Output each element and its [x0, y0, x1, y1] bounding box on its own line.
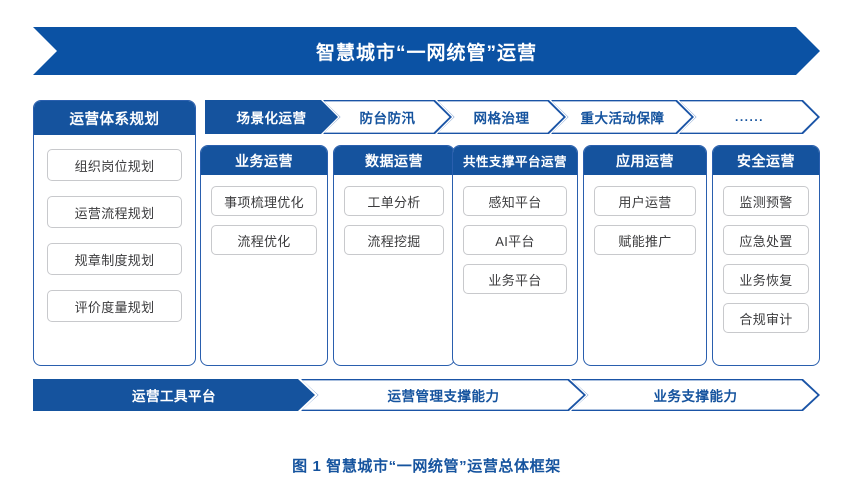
chevron-label: 场景化运营	[236, 111, 307, 126]
column-header: 安全运营	[713, 146, 819, 175]
column-body: 工单分析流程挖掘	[334, 175, 454, 265]
column-item[interactable]: 用户运营	[594, 186, 696, 216]
chevron-inner-fill	[324, 101, 450, 132]
planning-item[interactable]: 评价度量规划	[47, 290, 182, 322]
figure-caption: 图 1 智慧城市“一网统管”运营总体框架	[292, 458, 561, 475]
column-panel-4: 应用运营用户运营赋能推广	[583, 145, 707, 366]
column-header: 数据运营	[334, 146, 454, 175]
column-item[interactable]: 业务平台	[463, 264, 567, 294]
scenario-chevron-2[interactable]: 网格治理	[437, 100, 566, 134]
chevron-label: 运营管理支撑能力	[387, 389, 500, 404]
chevron-label: 业务支撑能力	[653, 389, 738, 404]
column-item[interactable]: 感知平台	[463, 186, 567, 216]
scenario-chevron-row: 场景化运营 防台防汛 网格治理 重大活动保障......	[33, 100, 820, 134]
column-panel-3: 共性支撑平台运营感知平台 AI平台业务平台	[452, 145, 578, 366]
chevron-inner-fill	[438, 101, 564, 132]
column-panel-2: 数据运营工单分析流程挖掘	[333, 145, 455, 366]
chevron-inner-fill	[302, 380, 584, 409]
column-item[interactable]: 事项梳理优化	[211, 186, 317, 216]
bottom-chevron-row: 运营工具平台 运营管理支撑能力 业务支撑能力	[33, 379, 820, 411]
chevron-label: 重大活动保障	[580, 111, 665, 126]
column-body: 感知平台 AI平台业务平台	[453, 175, 577, 304]
chevron-label: 网格治理	[473, 111, 530, 126]
column-item[interactable]: 流程挖掘	[344, 225, 444, 255]
column-body: 用户运营赋能推广	[584, 175, 706, 265]
column-item[interactable]: 工单分析	[344, 186, 444, 216]
column-item[interactable]: 监测预警	[723, 186, 809, 216]
column-item[interactable]: AI平台	[463, 225, 567, 255]
chevron-shape	[205, 100, 338, 134]
panel-operation-system-planning: 运营体系规划 组织岗位规划运营流程规划规章制度规划评价度量规划	[33, 100, 196, 366]
title-banner: 智慧城市“一网统管”运营	[33, 27, 820, 75]
scenario-chevron-4[interactable]: ......	[679, 100, 820, 134]
title-banner-shape	[33, 27, 820, 75]
title-banner-label: 智慧城市“一网统管”运营	[315, 42, 537, 64]
chevron-label: 运营工具平台	[132, 389, 216, 404]
planning-item[interactable]: 规章制度规划	[47, 243, 182, 275]
scenario-chevron-1[interactable]: 防台防汛	[323, 100, 452, 134]
scenario-chevron-0[interactable]: 场景化运营	[205, 100, 338, 134]
column-item[interactable]: 合规审计	[723, 303, 809, 333]
chevron-inner-fill	[680, 101, 818, 132]
bottom-chevron-1[interactable]: 运营管理支撑能力	[301, 379, 586, 411]
scenario-chevron-3[interactable]: 重大活动保障	[551, 100, 694, 134]
chevron-inner-fill	[552, 101, 692, 132]
column-body: 事项梳理优化流程优化	[201, 175, 327, 265]
chevron-shape	[33, 379, 315, 411]
column-panel-1: 业务运营事项梳理优化流程优化	[200, 145, 328, 366]
chevron-inner-fill	[572, 380, 818, 409]
planning-item[interactable]: 运营流程规划	[47, 196, 182, 228]
column-body: 监测预警应急处置业务恢复合规审计	[713, 175, 819, 343]
column-header: 应用运营	[584, 146, 706, 175]
column-header: 共性支撑平台运营	[453, 146, 577, 175]
chevron-label: ......	[734, 110, 764, 124]
panel-body-planning: 组织岗位规划运营流程规划规章制度规划评价度量规划	[34, 135, 195, 336]
panel-header-planning: 运营体系规划	[34, 101, 195, 135]
planning-item[interactable]: 组织岗位规划	[47, 149, 182, 181]
chevron-label: 防台防汛	[359, 111, 416, 126]
column-item[interactable]: 赋能推广	[594, 225, 696, 255]
column-panel-5: 安全运营监测预警应急处置业务恢复合规审计	[712, 145, 820, 366]
column-item[interactable]: 业务恢复	[723, 264, 809, 294]
column-item[interactable]: 应急处置	[723, 225, 809, 255]
bottom-chevron-0[interactable]: 运营工具平台	[33, 379, 315, 411]
column-header: 业务运营	[201, 146, 327, 175]
column-item[interactable]: 流程优化	[211, 225, 317, 255]
bottom-chevron-2[interactable]: 业务支撑能力	[571, 379, 820, 411]
